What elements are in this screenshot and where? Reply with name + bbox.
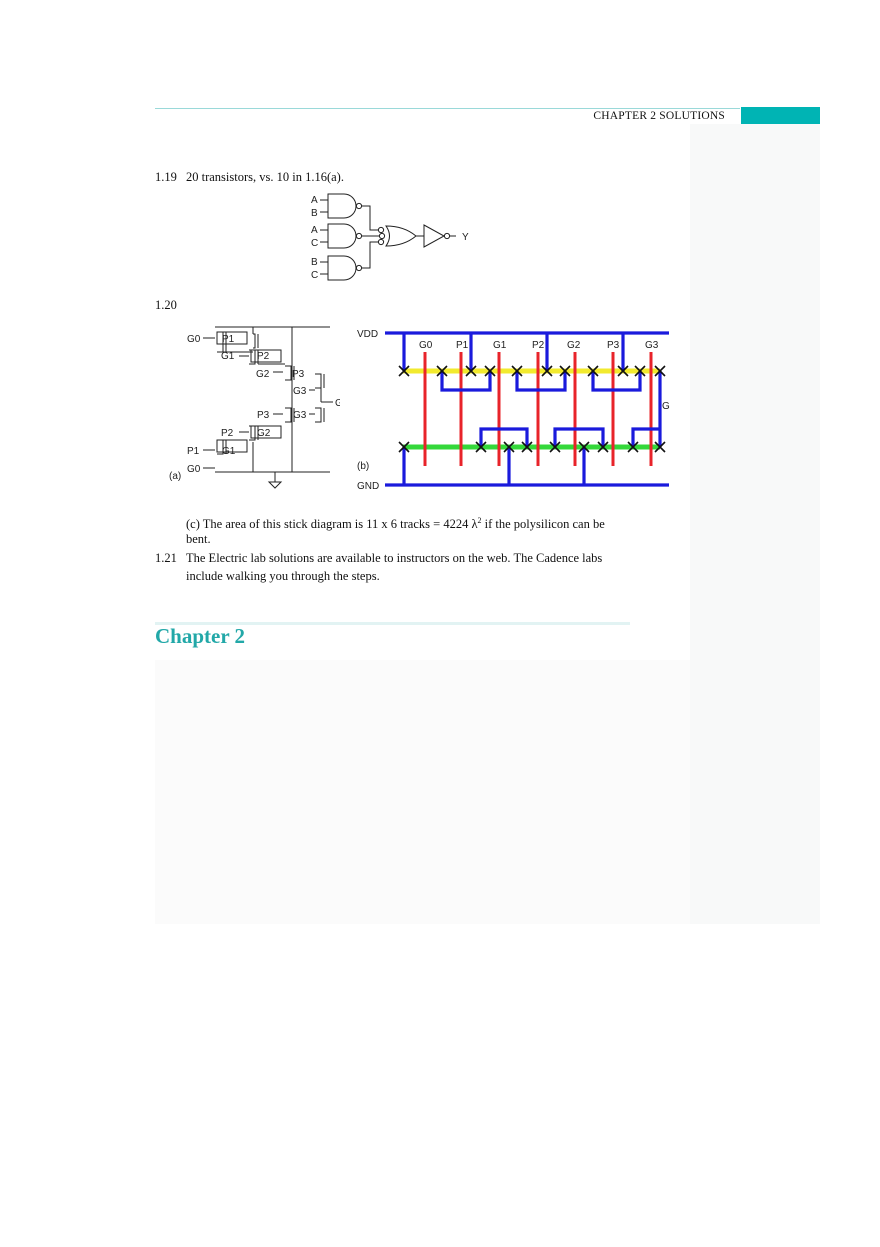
output-label: Y: [462, 232, 469, 243]
gnd-label: GND: [357, 481, 379, 492]
logic-gate-diagram: A B A C B C Y: [311, 193, 469, 281]
transistor-label: G2: [257, 428, 271, 439]
input-label: A: [311, 195, 318, 206]
caption-c-superscript: 2: [477, 516, 482, 525]
inverter: [423, 224, 456, 248]
problem-number: 1.21: [155, 551, 177, 565]
transistor-label: G1: [222, 446, 236, 457]
margin-shading: [690, 124, 820, 924]
figure-caption: (a): [169, 471, 181, 482]
running-header: CHAPTER 2 SOLUTIONS: [593, 110, 725, 122]
transistor-label: G0: [187, 334, 201, 345]
input-label: C: [311, 270, 318, 281]
column-label: P2: [532, 340, 545, 351]
chapter-rule: [155, 622, 630, 625]
output-label: G: [662, 401, 670, 412]
transistor-label: P2: [221, 428, 234, 439]
transistor-label: G2: [256, 369, 270, 380]
column-label: G2: [567, 340, 581, 351]
transistor-label: G3: [293, 410, 307, 421]
column-label: G0: [419, 340, 433, 351]
caption-c-line2: bent.: [186, 532, 211, 546]
chapter-title: Chapter 2: [155, 624, 246, 648]
transistor-label: P2: [257, 351, 270, 362]
problem-text-line1: The Electric lab solutions are available…: [186, 551, 603, 565]
nor-gate: [362, 205, 424, 269]
figure-caption: (b): [357, 461, 369, 472]
column-label: G1: [493, 340, 507, 351]
transistor-label: G0: [187, 464, 201, 475]
nand-gate-2: [320, 223, 363, 249]
transistor-label: P3: [257, 410, 270, 421]
input-label: C: [311, 238, 318, 249]
transistor-schematic: G0 P1 G1 P2 G2 P3 G3 G P3 G3 P2 G2 P1 G1…: [169, 326, 340, 489]
transistor-label: G3: [293, 386, 307, 397]
problem-text-line2: include walking you through the steps.: [186, 569, 380, 583]
transistor-label: P1: [187, 446, 200, 457]
transistor-label: P1: [222, 334, 235, 345]
problem-text: 20 transistors, vs. 10 in 1.16(a).: [186, 170, 344, 184]
caption-c-text-end: if the polysilicon can be: [481, 517, 605, 532]
problem-number: 1.20: [155, 298, 177, 312]
poly-columns: [423, 352, 653, 466]
input-label: B: [311, 257, 318, 268]
output-label: G: [335, 398, 340, 409]
header-rule: [155, 108, 740, 109]
column-label: G3: [645, 340, 659, 351]
column-label: P3: [607, 340, 620, 351]
contacts: [398, 365, 666, 453]
transistor-label: P3: [292, 369, 305, 380]
metal-wires: [385, 331, 669, 487]
vdd-label: VDD: [357, 329, 378, 340]
transistor-label: G1: [221, 351, 235, 362]
problem-number: 1.19: [155, 170, 177, 184]
caption-c: (c) The area of this stick diagram is 11…: [186, 512, 605, 533]
caption-c-text: (c) The area of this stick diagram is 11…: [186, 517, 478, 532]
nand-gate-3: [320, 255, 363, 281]
header-page-box: [741, 107, 820, 124]
column-label: P1: [456, 340, 469, 351]
nand-gate-1: [320, 193, 363, 219]
input-label: A: [311, 225, 318, 236]
stick-diagram: VDD GND (b) G0 P1 G1 P2 G2 P3 G3 G: [357, 329, 670, 492]
input-label: B: [311, 208, 318, 219]
body-shading: [155, 660, 690, 924]
